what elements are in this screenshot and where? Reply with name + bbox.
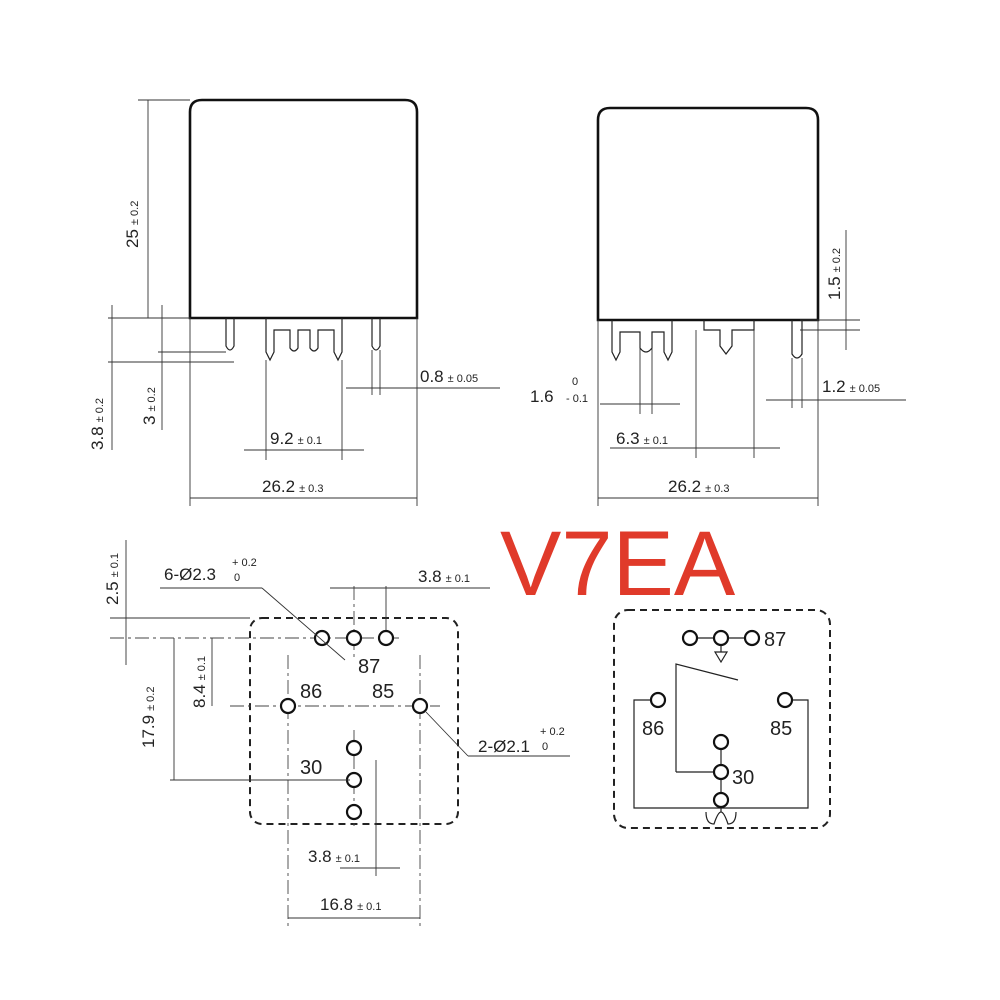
hole-87b xyxy=(345,629,363,647)
schematic-contact-30a xyxy=(712,733,730,751)
schematic-contact-85 xyxy=(776,691,794,709)
model-title: V7EA xyxy=(500,513,736,615)
side-pin-gap-dim: 1.5± 0.2 xyxy=(825,248,844,300)
side-width-dim: 26.2± 0.3 xyxy=(668,477,729,496)
side-pin-width-dim: 6.3± 0.1 xyxy=(616,429,668,448)
side-pin-center xyxy=(703,320,755,355)
hole-86 xyxy=(279,697,297,715)
footprint-small-holes-tol-lower: 0 xyxy=(542,741,548,753)
front-view: 25± 0.2 3.8± 0.2 3± 0.2 0.8± 0.05 9.2± 0… xyxy=(88,98,500,506)
side-view: 1.5± 0.2 1.6 0 - 0.1 1.2± 0.05 6.3± 0.1 … xyxy=(530,106,906,506)
side-slot-tol-upper: 0 xyxy=(572,376,578,388)
footprint-span-dim: 16.8± 0.1 xyxy=(320,895,381,914)
side-pin-group xyxy=(611,320,673,362)
footprint-top-pitch-dim: 3.8± 0.1 xyxy=(418,567,470,586)
schematic-contact-arrow xyxy=(713,646,729,664)
schematic-contact-87b xyxy=(712,629,730,647)
hole-87c xyxy=(377,629,395,647)
footprint-label-86: 86 xyxy=(300,681,322,703)
front-pin-right xyxy=(371,318,381,351)
pcb-footprint: 87 86 85 30 2.5± 0.1 6-Ø2.3 + 0.2 0 3.8±… xyxy=(103,540,570,930)
footprint-large-holes-label: 6-Ø2.3 xyxy=(164,565,216,584)
relay-body-front xyxy=(188,98,419,320)
front-pin-left xyxy=(225,318,235,351)
footprint-large-holes-tol-lower: 0 xyxy=(234,572,240,584)
schematic-contact-86 xyxy=(649,691,667,709)
schematic-switch-arm xyxy=(675,663,739,772)
front-width-dim: 26.2± 0.3 xyxy=(262,477,323,496)
schematic-label-87: 87 xyxy=(764,629,786,651)
footprint-height-dim: 17.9± 0.2 xyxy=(139,687,158,748)
schematic-contact-30b xyxy=(712,763,730,781)
schematic-contact-30c xyxy=(712,791,730,809)
footprint-offset-dim: 8.4± 0.1 xyxy=(190,656,209,708)
footprint-large-holes-tol-upper: + 0.2 xyxy=(232,557,257,569)
footprint-bottom-pitch-dim: 3.8± 0.1 xyxy=(308,847,360,866)
relay-schematic: 87 86 85 30 xyxy=(613,609,831,829)
schematic-contact-87c xyxy=(743,629,761,647)
hole-30c xyxy=(345,803,363,821)
footprint-edge-dim: 2.5± 0.1 xyxy=(103,553,122,605)
schematic-label-30: 30 xyxy=(732,767,754,789)
footprint-label-87: 87 xyxy=(358,656,380,678)
footprint-small-holes-tol-upper: + 0.2 xyxy=(540,726,565,738)
schematic-label-85: 85 xyxy=(770,718,792,740)
footprint-label-30: 30 xyxy=(300,757,322,779)
schematic-terminal-hooks xyxy=(705,811,737,825)
side-slot-tol-lower: - 0.1 xyxy=(566,393,588,405)
side-pin-right xyxy=(791,320,803,359)
front-pin-length-dim: 3.8± 0.2 xyxy=(88,398,107,450)
front-height-dim: 25± 0.2 xyxy=(123,201,142,248)
schematic-contact-87a xyxy=(681,629,699,647)
footprint-small-holes-label: 2-Ø2.1 xyxy=(478,737,530,756)
schematic-outline xyxy=(613,609,831,829)
schematic-label-86: 86 xyxy=(642,718,664,740)
side-slot-dim: 1.6 xyxy=(530,387,554,406)
front-pin-span-dim: 9.2± 0.1 xyxy=(270,429,322,448)
relay-body-side xyxy=(596,106,820,322)
front-pin-length2-dim: 3± 0.2 xyxy=(140,387,159,425)
hole-87a xyxy=(313,629,331,647)
front-pin-thickness-dim: 0.8± 0.05 xyxy=(420,367,478,386)
hole-30a xyxy=(345,739,363,757)
side-pin-thickness-dim: 1.2± 0.05 xyxy=(822,377,880,396)
front-pin-group xyxy=(265,318,343,362)
footprint-label-85: 85 xyxy=(372,681,394,703)
hole-85 xyxy=(411,697,429,715)
